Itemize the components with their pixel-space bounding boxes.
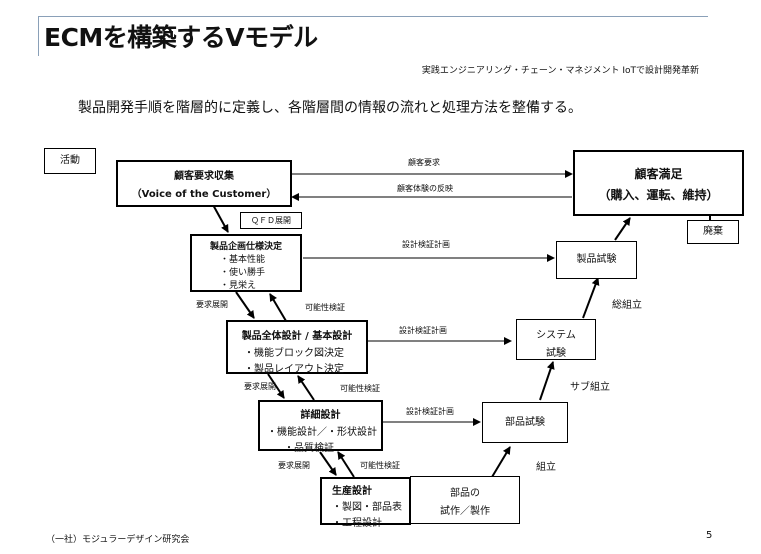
page-title: ECMを構築するVモデル bbox=[44, 23, 318, 52]
title-rule-vertical bbox=[38, 16, 39, 56]
label-plan-2: 設計検証計画 bbox=[399, 326, 447, 335]
label-req-3: 要求展開 bbox=[278, 461, 310, 470]
satisfaction-title: 顧客満足 bbox=[634, 167, 683, 181]
parts-test-label: 部品試験 bbox=[505, 417, 545, 428]
arrow-final-assembly bbox=[582, 277, 600, 319]
footer-org: （一社）モジュラーデザイン研究会 bbox=[46, 535, 190, 545]
label-assembly: 組立 bbox=[536, 462, 556, 473]
label-plan-1: 設計検証計画 bbox=[402, 240, 450, 249]
planning-item: ・使い勝手 bbox=[220, 268, 266, 278]
label-plan-3: 設計検証計画 bbox=[406, 407, 454, 416]
subtitle: 実践エンジニアリング・チェーン・マネジメント IoTで設計開発革新 bbox=[421, 66, 699, 76]
label-feas-3: 可能性検証 bbox=[360, 461, 400, 470]
arrow-req-1 bbox=[235, 291, 255, 319]
label-customer-feedback: 顧客体験の反映 bbox=[397, 184, 453, 193]
page-number: 5 bbox=[706, 530, 713, 541]
detail-design-title: 詳細設計 bbox=[300, 410, 341, 421]
arrow-sub-assembly bbox=[539, 361, 555, 401]
qfd-label: ＱＦＤ展開 bbox=[251, 216, 291, 225]
planning-box: 製品企画仕様決定 ・基本性能 ・使い勝手 ・見栄え bbox=[190, 234, 302, 292]
label-req-1: 要求展開 bbox=[196, 300, 228, 309]
arrow-feas-3 bbox=[337, 451, 355, 478]
voc-box: 顧客要求収集 （Voice of the Customer） bbox=[116, 160, 292, 207]
satisfaction-box: 顧客満足 （購入、運転、維持） bbox=[573, 150, 744, 216]
label-customer-request: 顧客要求 bbox=[408, 158, 440, 167]
prototype-line2: 試作／製作 bbox=[440, 506, 490, 517]
label-final-assembly: 総組立 bbox=[612, 300, 642, 311]
overall-design-item: ・機能ブロック図決定 bbox=[244, 348, 344, 359]
activity-box: 活動 bbox=[44, 148, 96, 174]
production-design-title: 生産設計 bbox=[332, 486, 372, 497]
overall-design-title: 製品全体設計 / 基本設計 bbox=[241, 331, 353, 342]
overall-design-box: 製品全体設計 / 基本設計 ・機能ブロック図決定 ・製品レイアウト決定 bbox=[226, 320, 368, 375]
planning-item: ・見栄え bbox=[220, 281, 257, 291]
arrow-req-2 bbox=[267, 373, 285, 399]
arrow-req-3 bbox=[319, 451, 337, 476]
detail-design-item: ・品質検証 bbox=[284, 443, 334, 454]
voc-title: 顧客要求収集 bbox=[174, 171, 234, 182]
product-test-box: 製品試験 bbox=[556, 241, 637, 279]
label-feas-2: 可能性検証 bbox=[340, 384, 380, 393]
prototype-line1: 部品の bbox=[450, 488, 480, 499]
label-req-2: 要求展開 bbox=[244, 382, 276, 391]
label-sub-assembly: サブ組立 bbox=[570, 382, 610, 393]
disposal-box: 廃棄 bbox=[687, 220, 739, 244]
planning-title: 製品企画仕様決定 bbox=[209, 242, 282, 252]
system-test-line1: システム bbox=[536, 330, 576, 341]
voc-sub: （Voice of the Customer） bbox=[131, 189, 277, 200]
arrow-to-satisfaction bbox=[614, 217, 631, 241]
label-feas-1: 可能性検証 bbox=[305, 303, 345, 312]
title-rule-horizontal bbox=[38, 16, 708, 17]
overall-design-item: ・製品レイアウト決定 bbox=[244, 364, 344, 375]
production-design-box: 生産設計 ・製図・部品表 ・工程設計 bbox=[320, 477, 411, 529]
parts-test-box: 部品試験 bbox=[482, 402, 568, 443]
arrow-voc-to-planning bbox=[211, 202, 229, 233]
production-design-item: ・製図・部品表 bbox=[332, 502, 402, 513]
arrow-feas-2 bbox=[297, 375, 315, 401]
system-test-box: システム 試験 bbox=[516, 319, 596, 360]
production-design-item: ・工程設計 bbox=[332, 518, 382, 529]
prototype-box: 部品の 試作／製作 bbox=[410, 476, 520, 524]
arrow-assembly bbox=[491, 446, 511, 478]
lead-text: 製品開発手順を階層的に定義し、各階層間の情報の流れと処理方法を整備する。 bbox=[78, 100, 582, 116]
system-test-line2: 試験 bbox=[546, 348, 566, 359]
activity-label: 活動 bbox=[60, 155, 80, 166]
qfd-box: ＱＦＤ展開 bbox=[240, 212, 302, 229]
satisfaction-sub: （購入、運転、維持） bbox=[598, 188, 719, 202]
detail-design-box: 詳細設計 ・機能設計／・形状設計 ・品質検証 bbox=[258, 400, 383, 454]
detail-design-item: ・機能設計／・形状設計 bbox=[267, 427, 377, 438]
planning-item: ・基本性能 bbox=[220, 255, 266, 265]
product-test-label: 製品試験 bbox=[576, 254, 617, 265]
arrow-feas-1 bbox=[269, 293, 287, 322]
disposal-label: 廃棄 bbox=[703, 226, 723, 237]
